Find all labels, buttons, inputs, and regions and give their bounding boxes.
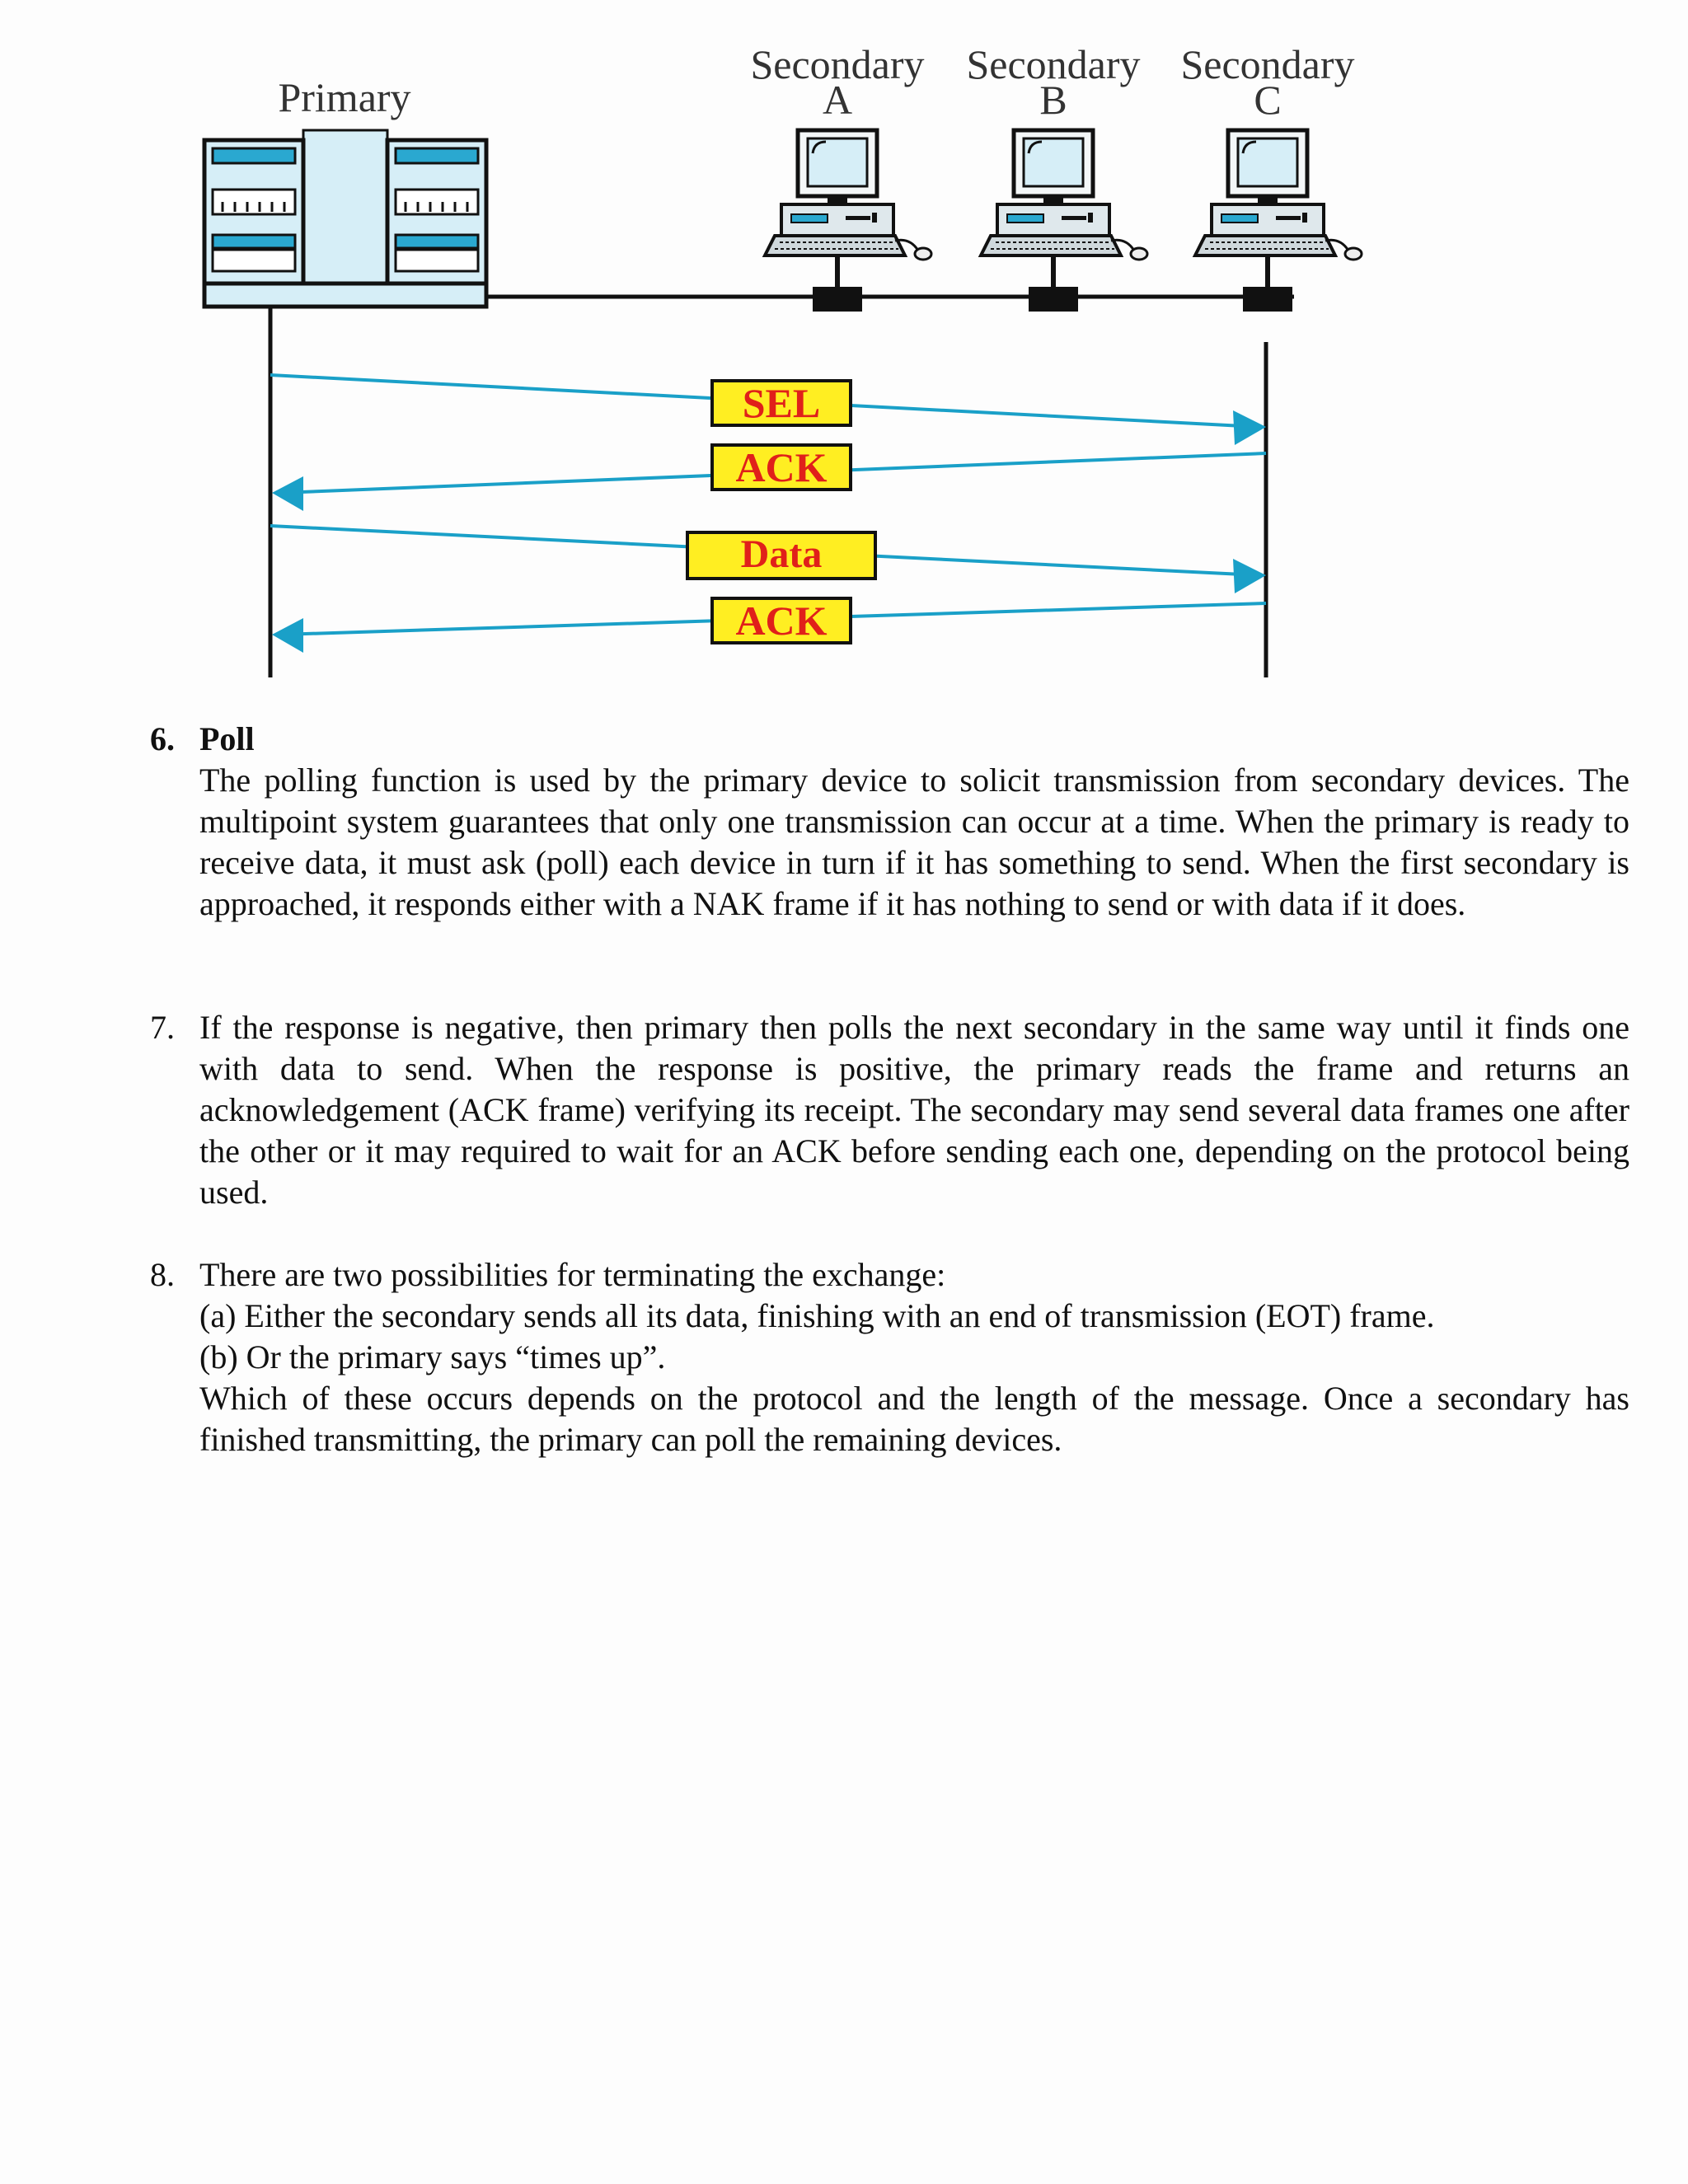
frame-label-sel: SEL xyxy=(743,380,821,426)
frame-box-sel: SEL xyxy=(710,379,852,427)
paragraph: (a) Either the secondary sends all its d… xyxy=(199,1297,1435,1334)
item-title: Poll xyxy=(199,720,255,757)
secondary-c-letter: C xyxy=(1254,77,1281,123)
item-number: 8. xyxy=(150,1256,175,1293)
list-item-terminating: 8. There are two possibilities for termi… xyxy=(150,1254,1629,1460)
frame-box-ack-2: ACK xyxy=(710,597,852,644)
polling-diagram: Primary Secondary A Secondary B Secondar… xyxy=(202,41,1688,677)
paragraph: Which of these occurs depends on the pro… xyxy=(199,1380,1629,1458)
secondary-b-label: Secondary xyxy=(966,41,1140,87)
frame-label-ack-1: ACK xyxy=(735,444,827,490)
frame-box-ack-1: ACK xyxy=(710,443,852,491)
secondary-b-computer-icon xyxy=(981,130,1147,312)
frame-label-ack-2: ACK xyxy=(735,598,827,644)
secondary-b-letter: B xyxy=(1039,77,1067,123)
secondary-a-letter: A xyxy=(823,77,852,123)
list-item-poll: 6. Poll The polling function is used by … xyxy=(150,719,1629,925)
item-number: 6. xyxy=(150,720,175,757)
data-arrowhead-icon xyxy=(1233,559,1266,593)
list-item-response: 7. If the response is negative, then pri… xyxy=(150,1007,1629,1213)
frame-box-data: Data xyxy=(686,531,877,580)
secondary-c-computer-icon xyxy=(1195,130,1362,312)
secondary-c-label: Secondary xyxy=(1180,41,1354,87)
primary-label: Primary xyxy=(278,74,410,120)
sel-arrowhead-icon xyxy=(1233,410,1266,445)
list-item: 6. Poll The polling function is used by … xyxy=(150,719,1629,925)
list-item: 8. There are two possibilities for termi… xyxy=(150,1254,1629,1460)
paragraph: The polling function is used by the prim… xyxy=(199,762,1629,922)
ack-arrowhead-2-icon xyxy=(272,618,303,653)
arrowheads xyxy=(272,410,1266,653)
secondary-a-computer-icon xyxy=(765,130,931,312)
ack-arrowhead-1-icon xyxy=(272,476,303,511)
secondary-a-label: Secondary xyxy=(750,41,924,87)
list-item: 7. If the response is negative, then pri… xyxy=(150,1007,1629,1213)
item-number: 7. xyxy=(150,1009,175,1046)
primary-server-icon xyxy=(202,129,489,309)
paragraph: There are two possibilities for terminat… xyxy=(199,1256,946,1293)
frame-label-data: Data xyxy=(741,532,823,576)
paragraph: If the response is negative, then primar… xyxy=(199,1009,1629,1211)
paragraph: (b) Or the primary says “times up”. xyxy=(199,1338,666,1376)
